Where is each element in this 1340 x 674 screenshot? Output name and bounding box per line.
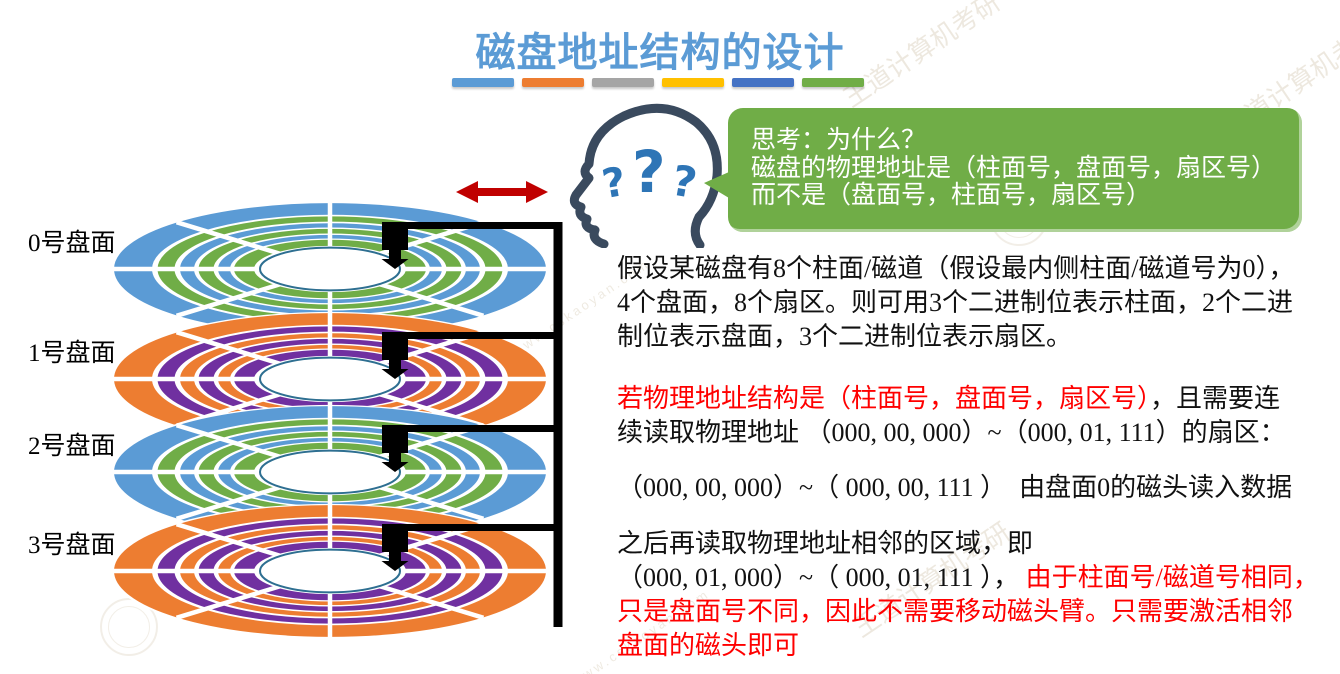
rw-head-arrow [381,425,409,472]
rw-head-arrow [381,524,409,571]
text-segment: 之后再读取物理地址相邻的区域，即 [617,529,1034,558]
divider-bar [522,78,584,87]
text-line: （000, 01, 000）~（ 000, 01, 111 ）， 由于柱面号/磁… [617,561,1340,595]
platter-label-2: 2号盘面 [28,433,116,460]
text-segment: 由于柱面号/磁道号相同， [1025,563,1319,592]
text-segment: 假设某磁盘有8个柱面/磁道（假设最内侧柱面/磁道号为0）， [617,254,1295,283]
text-segment: （000, 00, 000）~（ 000, 00, 111 ） 由盘面0的磁头读… [617,473,1293,502]
question-mark: ? [599,159,630,208]
text-line: 假设某磁盘有8个柱面/磁道（假设最内侧柱面/磁道号为0）， [617,252,1340,286]
paragraph-3: 之后再读取物理地址相邻的区域，即 （000, 01, 000）~（ 000, 01… [617,527,1340,663]
text-line: 盘面的磁头即可 [617,629,1340,663]
rw-head-arrow [381,222,409,269]
rw-head-arrow [381,332,409,379]
thinking-head-icon: ? ? ? [569,103,722,248]
text-segment: （000, 01, 000）~（ 000, 01, 111 ）， [617,563,1026,592]
actuator-assembly [381,222,563,627]
title-divider-bars [452,78,864,87]
text-line: 续读取物理地址 （000, 00, 000）~（000, 01, 111）的扇区… [617,416,1340,450]
spindle-hole [260,451,400,494]
text-line: 4个盘面，8个扇区。则可用3个二进制位表示柱面，2个二进 [617,286,1340,320]
text-line: （000, 00, 000）~（ 000, 00, 111 ） 由盘面0的磁头读… [617,471,1340,505]
question-mark: ? [668,156,701,208]
divider-bar [732,78,794,87]
text-segment: 只是盘面号不同，因此不需要移动磁头臂。只需要激活相邻 [617,597,1294,626]
text-segment: 续读取物理地址 （000, 00, 000）~（000, 01, 111）的扇区… [617,418,1286,447]
paragraph-1: 若物理地址结构是（柱面号，盘面号，扇区号），且需要连续读取物理地址 （000, … [617,382,1340,450]
text-line: 之后再读取物理地址相邻的区域，即 [617,527,1340,561]
text-segment: 若物理地址结构是（柱面号，盘面号，扇区号） [617,384,1151,413]
bubble-line: 而不是（盘面号，柱面号，扇区号） [751,182,1152,209]
text-line: 只是盘面号不同，因此不需要移动磁头臂。只需要激活相邻 [617,595,1340,629]
bubble-line: 思考：为什么？ [751,127,927,154]
divider-bar [452,78,514,87]
spindle-hole [260,248,400,291]
divider-bar [802,78,864,87]
bubble-line: 磁盘的物理地址是（柱面号，盘面号，扇区号） [751,154,1277,182]
spindle-hole [260,550,400,593]
platter-3 [110,503,550,639]
text-segment: 4个盘面，8个扇区。则可用3个二进制位表示柱面，2个二进 [617,288,1294,317]
paragraph-0: 假设某磁盘有8个柱面/磁道（假设最内侧柱面/磁道号为0）， 4个盘面，8个扇区。则… [617,252,1340,354]
text-segment: 盘面的磁头即可 [617,631,800,660]
spindle-hole [260,358,400,401]
platter-label-0: 0号盘面 [28,230,116,257]
text-segment: 制位表示盘面，3个二进制位表示扇区。 [617,322,1073,351]
page-title: 磁盘地址结构的设计 [475,30,845,75]
paragraph-2: （000, 00, 000）~（ 000, 00, 111 ） 由盘面0的磁头读… [617,471,1340,505]
text-line: 若物理地址结构是（柱面号，盘面号，扇区号），且需要连 [617,382,1340,416]
platter-0 [110,201,550,337]
platter-label-1: 1号盘面 [28,340,116,367]
divider-bar [592,78,654,87]
text-line: 制位表示盘面，3个二进制位表示扇区。 [617,320,1340,354]
question-mark: ? [632,138,666,206]
seek-direction-arrow [456,181,548,203]
text-segment: ，且需要连 [1150,384,1281,413]
thought-bubble-tail [704,172,729,198]
thought-bubble: 思考：为什么？ 磁盘的物理地址是（柱面号，盘面号，扇区号） 而不是（盘面号，柱面… [728,108,1302,232]
platter-label-3: 3号盘面 [28,532,116,559]
divider-bar [662,78,724,87]
